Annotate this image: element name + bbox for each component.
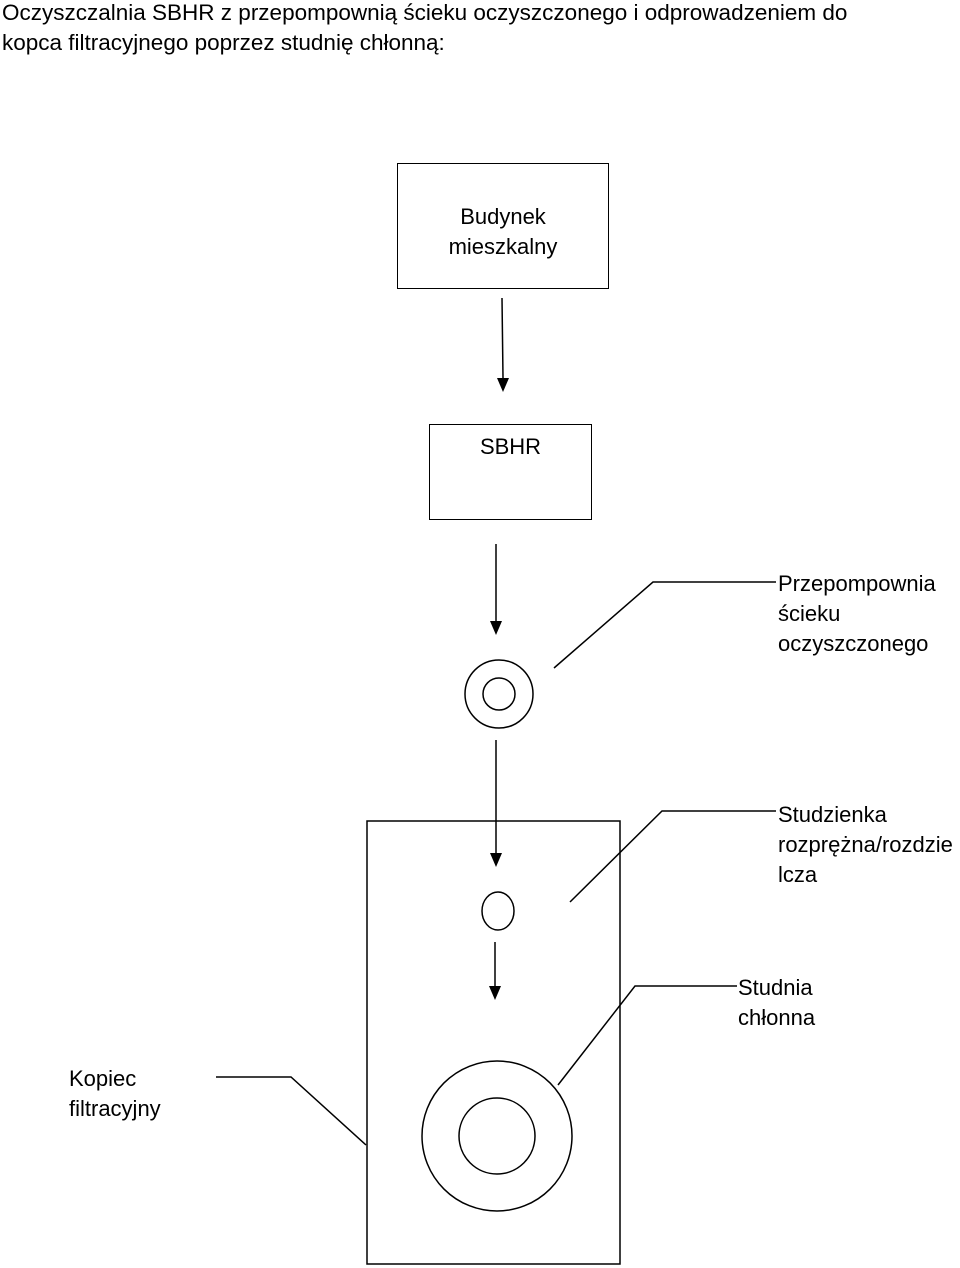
distribution-well-label: Studzienka rozprężna/rozdzie lcza (778, 800, 953, 890)
filter-mound-label: Kopiec filtracyjny (69, 1064, 161, 1124)
pump-station-label-line-1: Przepompownia (778, 571, 936, 596)
leader-filter-mound (216, 1076, 367, 1146)
pump-station-inner-circle (482, 677, 516, 711)
title-line-1: Oczyszczalnia SBHR z przepompownią ściek… (2, 0, 848, 25)
leader-soakaway-well (557, 985, 737, 1086)
arrowhead-building-to-sbhr (497, 378, 509, 392)
distribution-well-label-line-3: lcza (778, 862, 818, 887)
arrowhead-pump-to-distribution (490, 853, 502, 867)
filter-mound-rect (366, 820, 621, 1265)
pump-station-label-line-2: ścieku (778, 601, 841, 626)
arrowhead-sbhr-to-pump (490, 621, 502, 635)
soakaway-well-label: Studnia chłonna (738, 973, 815, 1033)
distribution-well-circle (481, 891, 515, 931)
soakaway-outer-circle (421, 1060, 573, 1212)
pump-station-outer-circle (464, 659, 534, 729)
sbhr-label: SBHR (479, 434, 542, 459)
soakaway-well-label-line-1: Studnia (738, 975, 813, 1000)
distribution-well-label-line-2: rozprężna/rozdzie (778, 832, 953, 857)
building-box: Budynek mieszkalny (397, 163, 609, 289)
filter-mound-label-line-2: filtracyjny (69, 1096, 161, 1121)
arrow-building-to-sbhr (501, 297, 504, 379)
building-label-line-1: Budynek (460, 204, 546, 229)
building-label-line-2: mieszkalny (448, 234, 558, 259)
soakaway-inner-circle (458, 1097, 536, 1175)
pump-station-label-line-3: oczyszczonego (778, 631, 929, 656)
distribution-well-label-line-1: Studzienka (778, 802, 887, 827)
leader-distribution-well (569, 810, 776, 903)
title-line-2: kopca filtracyjnego poprzez studnię chło… (2, 30, 445, 55)
filter-mound-label-line-1: Kopiec (69, 1066, 137, 1091)
leader-pump-station (553, 581, 776, 669)
soakaway-well-label-line-2: chłonna (738, 1005, 816, 1030)
page-title: Oczyszczalnia SBHR z przepompownią ściek… (2, 0, 847, 58)
sbhr-box: SBHR (429, 424, 592, 520)
pump-station-label: Przepompownia ścieku oczyszczonego (778, 569, 936, 659)
arrowhead-distribution-to-soakaway (489, 986, 501, 1000)
